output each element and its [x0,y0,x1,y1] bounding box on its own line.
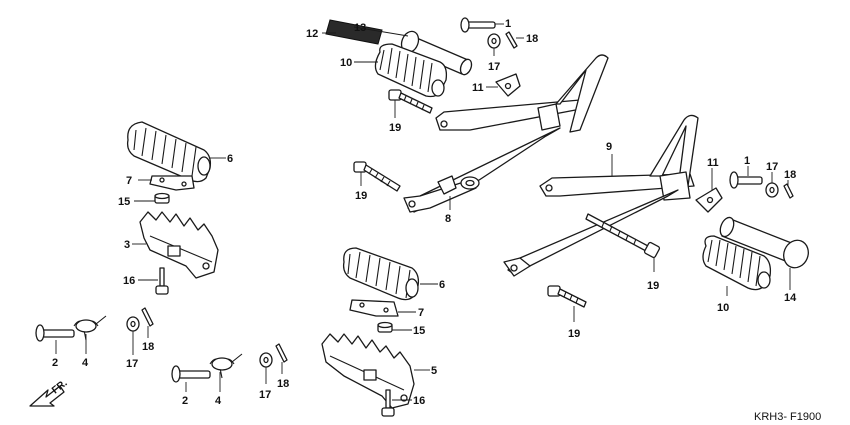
callout-18d: 18 [277,378,289,390]
rubber-pad-part [325,19,383,45]
callout-8: 8 [445,213,451,225]
plate-part [149,175,195,191]
bracket-part [695,187,723,213]
bolt-part [35,324,75,342]
callout-2a: 2 [52,357,58,369]
footpeg-part [139,211,219,279]
callout-1a: 1 [505,18,511,30]
flange-bolt-part [381,389,395,417]
cotter-pin-part [275,343,288,363]
callout-11b: 11 [707,157,719,169]
callout-10a: 10 [340,57,352,69]
callout-7b: 7 [418,307,424,319]
callout-6a: 6 [227,153,233,165]
callout-3: 3 [124,239,130,251]
callout-16a: 16 [123,275,135,287]
callout-15a: 15 [118,196,130,208]
flange-bolt-part [353,161,401,192]
cotter-pin-part [505,31,518,49]
spring-part [73,315,107,341]
washer-part [765,182,779,198]
footpeg-rubber-part [342,247,420,301]
footpeg-rubber-part [702,235,772,291]
cotter-pin-part [141,307,154,327]
footrest-pin-part [400,30,473,76]
callout-18a: 18 [526,33,538,45]
callout-13: 13 [354,22,366,34]
nut-part [377,321,393,333]
callout-14: 14 [784,292,797,304]
callout-15b: 15 [413,325,425,337]
footrest-pin-part [719,216,809,269]
footpeg-part [321,333,415,409]
callout-17d: 17 [259,389,271,401]
plate-part [349,299,399,317]
callout-2b: 2 [182,395,188,407]
callout-5: 5 [431,365,437,377]
flange-bolt-part [547,285,587,308]
callout-17a: 17 [488,61,500,73]
diagram-code: KRH3- F1900 [754,411,821,423]
nut-part [154,192,170,204]
callout-1b: 1 [744,155,750,167]
bracket-part [495,73,521,97]
callout-4a: 4 [82,357,89,369]
callout-6b: 6 [439,279,445,291]
front-direction-arrow-icon [29,385,65,407]
callout-16b: 16 [413,395,425,407]
callout-11a: 11 [472,82,484,94]
callout-19d: 19 [568,328,580,340]
callout-4b: 4 [215,395,222,407]
bolt-part [729,171,763,189]
washer-part [259,352,273,368]
callout-17c: 17 [126,358,138,370]
step-bracket-part [503,114,699,277]
washer-part [487,33,501,49]
spring-part [209,353,243,379]
callout-19c: 19 [647,280,659,292]
callout-7a: 7 [126,175,132,187]
callout-19b: 19 [355,190,367,202]
callout-19a: 19 [389,122,401,134]
callout-17b: 17 [766,161,778,173]
bolt-part [460,17,496,33]
callout-18c: 18 [142,341,154,353]
callout-12: 12 [306,28,318,40]
washer-part [126,316,140,332]
callout-10b: 10 [717,302,729,314]
step-bracket-part [403,54,609,213]
footpeg-rubber-part [126,121,212,183]
callout-9: 9 [606,141,612,153]
flange-bolt-part [388,89,433,114]
callout-18b: 18 [784,169,796,181]
cotter-pin-part [783,183,794,199]
flange-bolt-part [585,213,661,259]
footpeg-rubber-part [374,43,448,98]
bolt-part [171,365,211,383]
flange-bolt-part [155,267,169,295]
